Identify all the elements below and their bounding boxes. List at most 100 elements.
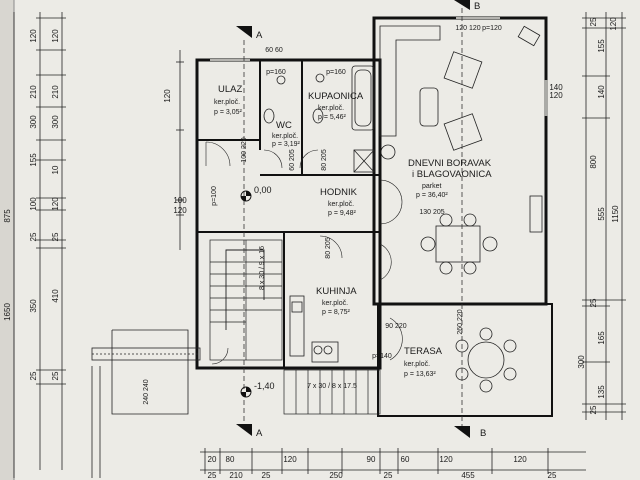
dim-stairs-top: 8 x 30 / 9 x 16: [259, 246, 266, 290]
room-floor: parket: [422, 183, 442, 190]
bottom-chain-lower: 25 210 25 250 25 455 25: [208, 471, 557, 480]
left-dim: 300: [51, 115, 60, 129]
left-dim: 25: [51, 371, 60, 380]
dim-kitchen-door: 80 205: [325, 237, 332, 259]
p160-2: p=160: [326, 69, 346, 76]
opening-dims: 60 205 80 205 80 205 130 205 100 220 8 x…: [211, 137, 464, 390]
left-total-875: 875: [3, 209, 12, 223]
left-chain-outer: 120 210 300 155 100 25 350 25: [29, 29, 38, 381]
bottom-dim: 25: [208, 471, 217, 480]
room-name: HODNIK: [320, 187, 358, 198]
room-name: ULAZ: [218, 84, 242, 95]
door-swings: [205, 141, 403, 365]
section-markers: [236, 0, 470, 438]
bottom-dim: 25: [548, 471, 557, 480]
room-area: p = 36,40²: [416, 192, 448, 199]
left-dim: 120: [51, 29, 60, 43]
right-dim: 555: [597, 207, 606, 221]
dim-wc-door: 60 205: [289, 149, 296, 171]
room-terasa: TERASA ker.ploč. p = 13,63²: [404, 346, 443, 378]
bottom-dim: 250: [329, 471, 343, 480]
left-total-1650: 1650: [3, 303, 12, 321]
room-name-2: i BLAGOVAONICA: [412, 169, 492, 180]
exterior-landing: [91, 329, 201, 478]
left-dim: 410: [51, 289, 60, 303]
right-window-140: 140: [549, 83, 563, 92]
dim-hall-opening: 130 205: [419, 209, 444, 216]
section-b-bottom: B: [480, 428, 486, 439]
dim-terrace-260: 260 220: [457, 309, 464, 334]
room-floor: ker.ploč.: [318, 105, 344, 112]
dim-p100: p=100: [211, 186, 218, 206]
bottom-dim: 90: [367, 455, 376, 464]
left-dim: 10: [51, 165, 60, 174]
right-dim: 25: [589, 17, 598, 26]
top-window-2: 120 120: [455, 25, 480, 32]
landing-dim-240a: 240 240: [143, 379, 150, 404]
top-window-1: 60 60: [265, 47, 283, 54]
room-area: p = 13,63²: [404, 371, 436, 378]
left-dim: 25: [51, 232, 60, 241]
room-area: p = 9,48²: [328, 210, 356, 217]
left-chain-inner: 120 210 300 10 120 25 410 25: [51, 29, 60, 381]
room-kupaonica: KUPAONICA ker.ploč. p = 5,46²: [308, 91, 364, 121]
dim-bath-door: 80 205: [321, 149, 328, 171]
left-inner-dim: 120: [173, 206, 187, 215]
dim-stairs-bottom: 7 x 30 / 8 x 17.5: [307, 383, 357, 390]
left-inner-dim: 100: [173, 196, 187, 205]
left-dim: 210: [29, 85, 38, 99]
left-inner-dim: 120: [163, 89, 172, 103]
room-floor: ker.ploč.: [328, 201, 354, 208]
room-floor: ker.ploč.: [272, 133, 298, 140]
top-dims: 60 60 120 120 p=160 p=160 p=120 p=140: [265, 25, 502, 360]
level-main: 0,00: [254, 185, 272, 195]
section-lines: [243, 8, 463, 430]
bottom-dim: 60: [401, 455, 410, 464]
right-dim: 120: [609, 17, 618, 31]
room-floor: ker.ploč.: [214, 99, 240, 106]
p160-1: p=160: [266, 69, 286, 76]
dim-entry-door: 100 220: [241, 137, 248, 162]
p120: p=120: [482, 25, 502, 32]
section-a-bottom: A: [256, 428, 263, 439]
right-total-800: 800: [589, 155, 598, 169]
level-lower: -1,40: [254, 381, 275, 391]
bottom-dim: 210: [229, 471, 243, 480]
right-dim: 165: [597, 331, 606, 345]
bottom-dim: 120: [513, 455, 527, 464]
left-dimension-lines: [13, 12, 184, 478]
room-floor: ker.ploč.: [404, 361, 430, 368]
room-hodnik: HODNIK ker.ploč. p = 9,48²: [320, 187, 358, 217]
right-dimension-lines: [582, 12, 626, 420]
room-name: TERASA: [404, 346, 443, 357]
lower-stairs: [283, 369, 381, 415]
room-area: p = 3,19²: [272, 141, 300, 148]
left-dim: 350: [29, 299, 38, 313]
bottom-dim: 25: [384, 471, 393, 480]
bottom-dim: 120: [283, 455, 297, 464]
bottom-dim: 25: [262, 471, 271, 480]
dim-terrace-door: 90 220: [385, 323, 407, 330]
right-dim: 140: [597, 85, 606, 99]
left-dim: 120: [51, 197, 60, 211]
bottom-dim: 20: [208, 455, 217, 464]
right-dim: 25: [589, 405, 598, 414]
room-area: p = 8,75²: [322, 309, 350, 316]
fixtures: [263, 25, 543, 393]
left-dim: 100: [29, 197, 38, 211]
room-name: WC: [276, 120, 292, 131]
level-markers: [240, 190, 252, 398]
right-dim: 155: [597, 39, 606, 53]
room-area: p = 3,05²: [214, 109, 242, 116]
room-ulaz: ULAZ ker.ploč. p = 3,05²: [214, 84, 242, 116]
right-chain: 25 120 155 140 555 25 165 300 135 25: [577, 17, 618, 415]
p140: p=140: [372, 353, 392, 360]
right-dim: 135: [597, 385, 606, 399]
bottom-dim: 80: [226, 455, 235, 464]
room-wc: WC ker.ploč. p = 3,19²: [272, 120, 300, 148]
room-name: KUPAONICA: [308, 91, 364, 102]
room-floor: ker.ploč.: [322, 300, 348, 307]
left-dim: 300: [29, 115, 38, 129]
